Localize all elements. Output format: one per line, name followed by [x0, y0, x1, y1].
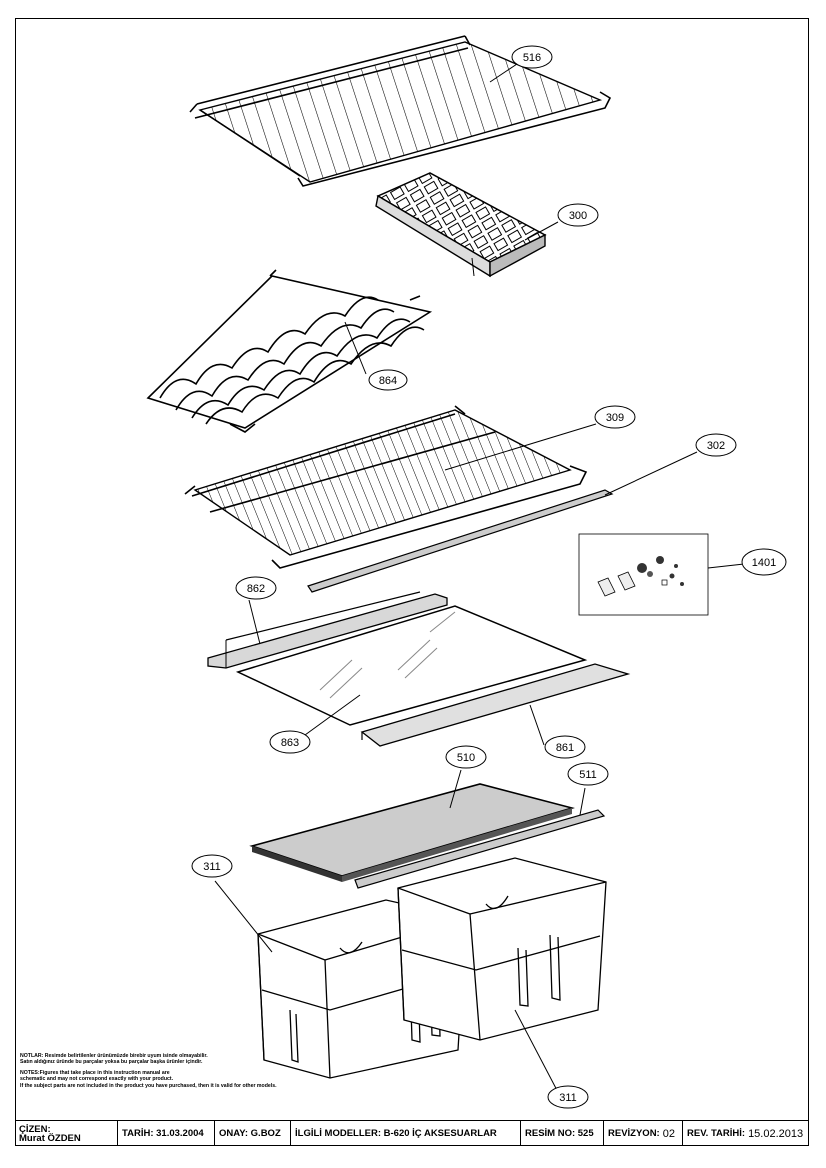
models-text: İLGİLİ MODELLER: B-620 İÇ AKSESUARLAR	[295, 1128, 497, 1139]
drawing-no-text: RESİM NO: 525	[525, 1128, 594, 1139]
rev-date-cell: REV. TARİHİ: 15.02.2013	[683, 1121, 809, 1146]
note-en-line: If the subject parts are not included in…	[20, 1082, 277, 1089]
rev-date-label: REV. TARİHİ:	[687, 1128, 746, 1139]
date-text: TARİH: 31.03.2004	[122, 1128, 204, 1139]
wire-shelf-516	[189, 35, 612, 187]
callout-300: 300	[557, 203, 599, 227]
drawer-name: Murat ÖZDEN	[19, 1132, 81, 1144]
cover-plate-510	[249, 783, 575, 882]
drawer-label: ÇİZEN:	[19, 1123, 51, 1135]
date-cell: TARİH: 31.03.2004	[118, 1121, 215, 1146]
callout-label: 863	[281, 737, 299, 749]
bottle-rack-864	[146, 269, 433, 433]
rev-date-value: 15.02.2013	[748, 1127, 804, 1140]
callout-label: 309	[606, 412, 624, 424]
revision-cell: REVİZYON: 02	[604, 1121, 683, 1146]
callout-309: 309	[594, 405, 636, 429]
revision-value: 02	[662, 1127, 675, 1140]
note-tr-line: NOTLAR: Resimde belirtilenler ürünümüzde…	[20, 1053, 208, 1059]
callout-862: 862	[235, 576, 277, 600]
callout-311-bottom: 311	[547, 1085, 589, 1109]
front-strip-302	[307, 489, 614, 593]
rear-trim-862	[207, 591, 448, 669]
callout-label: 311	[203, 861, 221, 873]
models-cell: İLGİLİ MODELLER: B-620 İÇ AKSESUARLAR	[291, 1121, 521, 1146]
callout-label: 862	[247, 583, 265, 595]
callout-label: 864	[379, 375, 397, 387]
leader-lines	[214, 63, 745, 1097]
notes-block: NOTLAR: Resimde belirtilenler ürünümüzde…	[20, 1053, 420, 1089]
callout-1401: 1401	[741, 548, 787, 576]
callout-863: 863	[269, 730, 311, 754]
callout-311-top: 311	[191, 854, 233, 878]
crisper-drawer-right	[397, 857, 607, 1041]
wire-shelf-309	[184, 405, 588, 569]
callout-label: 300	[569, 210, 587, 222]
front-trim-861	[360, 663, 631, 747]
strip-511	[354, 809, 606, 889]
small-parts-1401	[578, 533, 709, 616]
drawing-frame	[15, 18, 809, 1146]
callout-label: 302	[707, 440, 725, 452]
ice-tray-300	[375, 172, 547, 278]
callout-label: 511	[579, 769, 597, 781]
callout-label: 516	[523, 52, 541, 64]
callout-511: 511	[567, 762, 609, 786]
note-en-line: NOTES:Figures that take place in this in…	[20, 1069, 170, 1076]
callout-label: 311	[559, 1092, 577, 1104]
revision-label: REVİZYON:	[608, 1128, 660, 1139]
note-tr-line: Satın aldığınız üründe bu parçalar yoksa…	[20, 1059, 203, 1066]
callout-label: 861	[556, 742, 574, 754]
callout-label: 510	[457, 752, 475, 764]
approval-text: ONAY: G.BOZ	[219, 1128, 281, 1139]
callout-label: 1401	[752, 557, 776, 569]
drawing-no-cell: RESİM NO: 525	[521, 1121, 604, 1146]
glass-shelf-863	[235, 605, 588, 726]
approval-cell: ONAY: G.BOZ	[215, 1121, 291, 1146]
callout-516: 516	[511, 45, 553, 69]
callout-302: 302	[695, 433, 737, 457]
note-en-line: schematic and may not correspond exactly…	[20, 1076, 174, 1083]
callout-861: 861	[544, 735, 586, 759]
callout-510: 510	[445, 745, 487, 769]
drawer-cell: ÇİZEN: Murat ÖZDEN	[15, 1121, 118, 1146]
callout-864: 864	[368, 369, 408, 391]
title-block: ÇİZEN: Murat ÖZDEN TARİH: 31.03.2004 ONA…	[15, 1120, 809, 1146]
